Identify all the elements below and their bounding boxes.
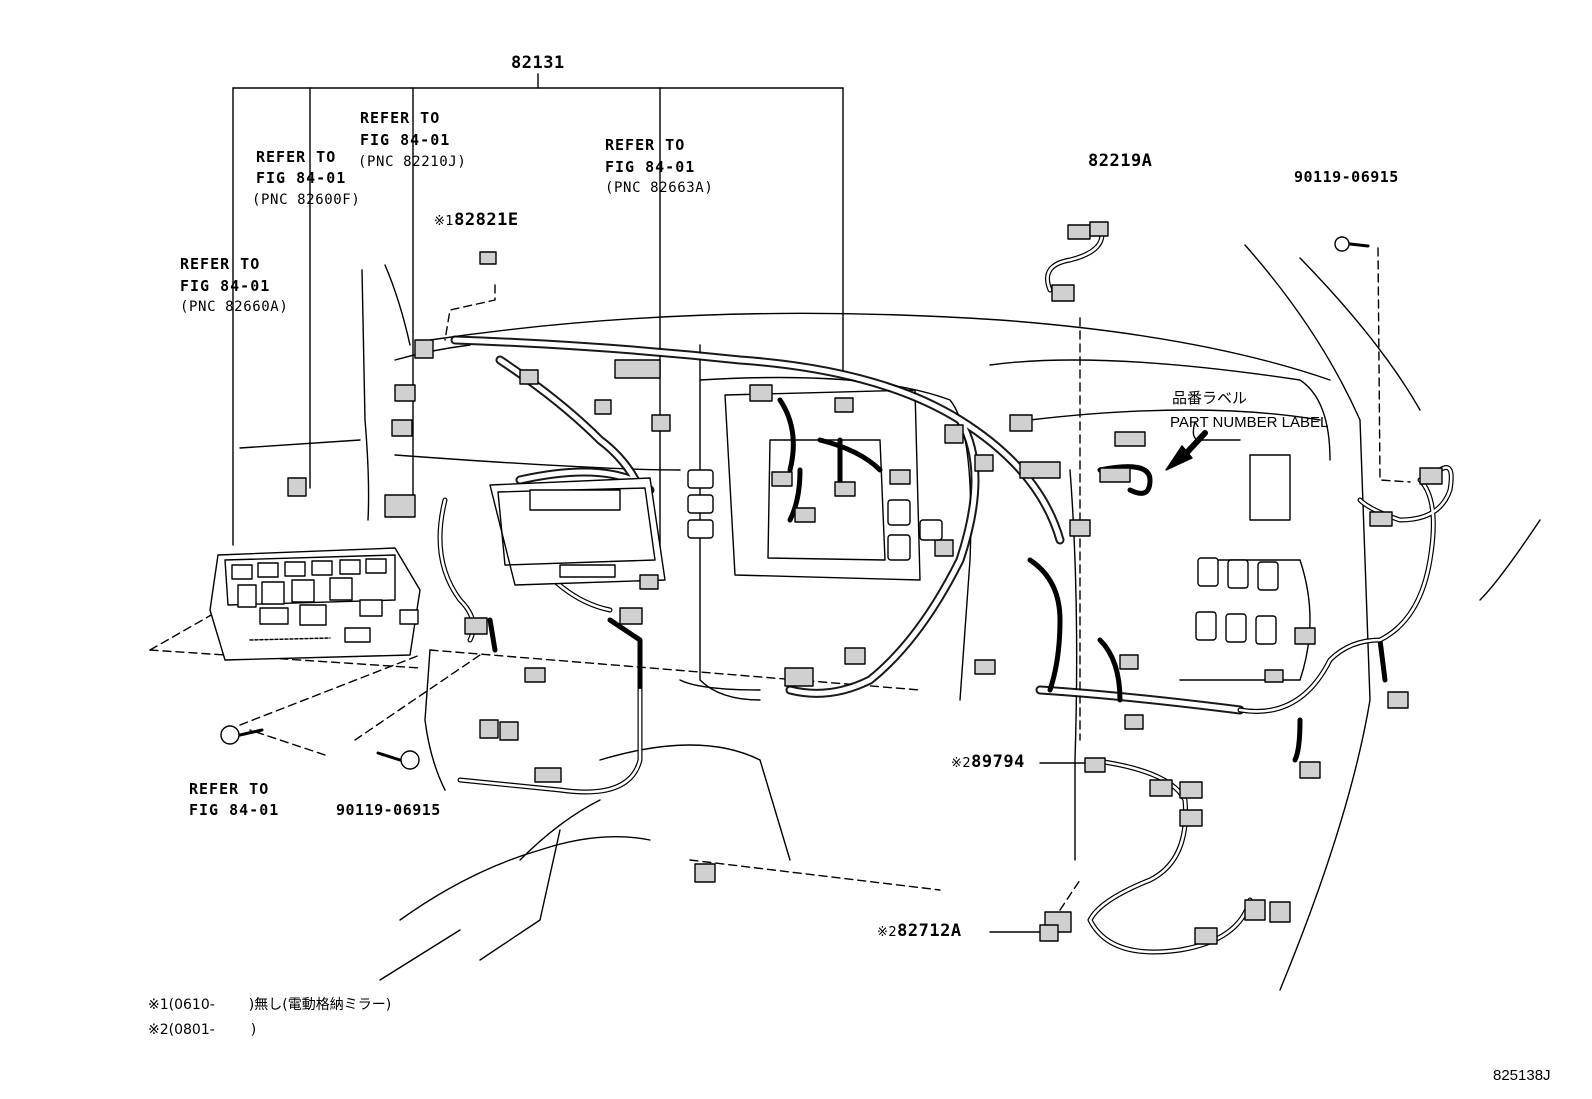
part-number-82131[interactable]: 82131 xyxy=(511,53,565,73)
footnote-2: ※2(0801-) xyxy=(148,1023,256,1037)
part-number-89794[interactable]: 89794 xyxy=(971,752,1025,772)
part-82712a[interactable]: ※282712A xyxy=(877,923,962,940)
ref-bottom-line2[interactable]: FIG 84-01 xyxy=(189,801,280,819)
note-mark-2: ※2 xyxy=(951,756,972,771)
part-number-90119-06915-bottom[interactable]: 90119-06915 xyxy=(336,801,441,819)
harness-branches-inner xyxy=(438,223,1453,954)
note-mark-2: ※2 xyxy=(877,925,898,940)
connectors xyxy=(287,221,1443,945)
ref-82663a-line3: (PNC 82663A) xyxy=(605,180,714,196)
switch-panels xyxy=(687,469,1279,645)
part-number-82821e[interactable]: 82821E xyxy=(454,210,519,230)
illustration-id: 825138J xyxy=(1493,1067,1551,1084)
footnote-2-mark: ※2 xyxy=(148,1022,169,1038)
ecu-module xyxy=(489,477,666,586)
ref-82210j-line1[interactable]: REFER TO xyxy=(360,109,441,127)
part-number-82712a[interactable]: 82712A xyxy=(897,921,962,941)
leader-lines-82131 xyxy=(232,73,844,581)
part-82821e[interactable]: ※182821E xyxy=(434,212,519,229)
ref-82660a-line3: (PNC 82660A) xyxy=(180,299,289,315)
junction-block xyxy=(209,547,421,661)
part-number-label-en: PART NUMBER LABEL xyxy=(1170,414,1329,431)
footnote-1-mark: ※1 xyxy=(148,997,169,1013)
footnote-1-close: ) xyxy=(248,997,255,1013)
body-outline xyxy=(239,244,1541,991)
ref-82600f-line3: (PNC 82600F) xyxy=(252,192,361,208)
bolts xyxy=(220,236,1370,770)
ref-82600f-line1[interactable]: REFER TO xyxy=(256,148,337,166)
ref-82210j-line3: (PNC 82210J) xyxy=(358,154,467,170)
footnote-1-code: (0610- xyxy=(168,997,215,1013)
ref-82660a-line1[interactable]: REFER TO xyxy=(180,255,261,273)
label-arrow xyxy=(1165,421,1241,471)
part-number-90119-06915-top[interactable]: 90119-06915 xyxy=(1294,168,1399,186)
footnote-1: ※1(0610-)無し(電動格納ミラー) xyxy=(148,998,391,1012)
note-mark-1: ※1 xyxy=(434,214,455,229)
ref-82663a-line1[interactable]: REFER TO xyxy=(605,136,686,154)
ref-82663a-line2[interactable]: FIG 84-01 xyxy=(605,158,696,176)
footnote-1-desc: 無し(電動格納ミラー) xyxy=(254,997,392,1013)
part-89794[interactable]: ※289794 xyxy=(951,754,1025,771)
part-number-82219a[interactable]: 82219A xyxy=(1088,151,1153,171)
footnote-2-close: ) xyxy=(250,1022,257,1038)
ref-82600f-line2[interactable]: FIG 84-01 xyxy=(256,169,347,187)
part-number-label-jp: 品番ラベル xyxy=(1172,389,1248,407)
ref-bottom-line1[interactable]: REFER TO xyxy=(189,780,270,798)
footnote-2-code: (0801- xyxy=(168,1022,215,1038)
ref-82210j-line2[interactable]: FIG 84-01 xyxy=(360,131,451,149)
ref-82660a-line2[interactable]: FIG 84-01 xyxy=(180,277,271,295)
